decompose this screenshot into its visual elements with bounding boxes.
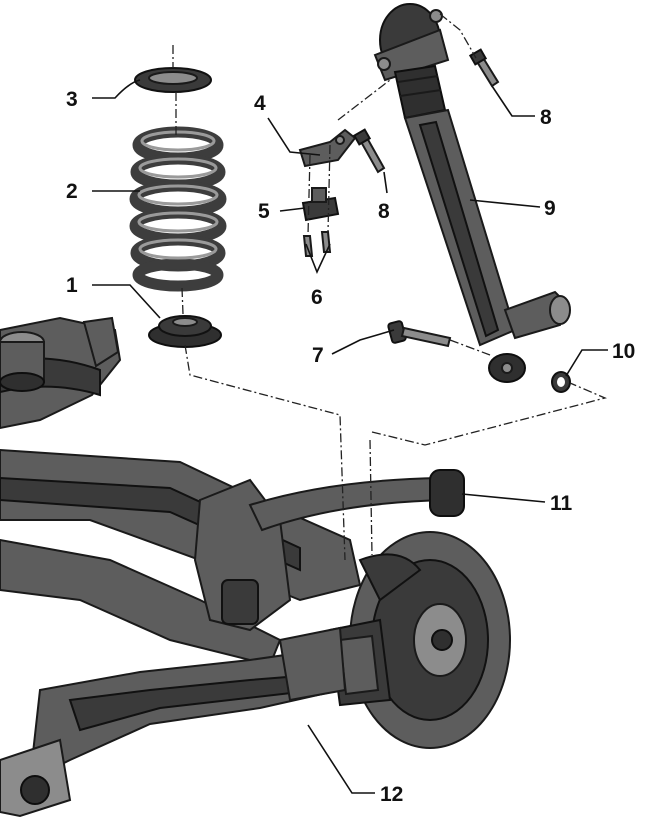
leader-12 — [307, 724, 375, 794]
callout-2: 2 — [66, 180, 78, 203]
leader-1 — [92, 284, 161, 319]
callout-4: 4 — [254, 92, 266, 115]
callout-3: 3 — [66, 88, 78, 111]
leader-8a — [491, 85, 535, 117]
top-bolt-lower — [352, 128, 386, 174]
brake-disc-hub — [278, 531, 511, 749]
callout-1: 1 — [66, 274, 78, 297]
callout-8a: 8 — [540, 106, 552, 129]
leader-lines — [92, 79, 608, 794]
lower-spring-seat — [148, 315, 222, 348]
leader-4 — [267, 117, 321, 156]
mounting-bracket — [298, 128, 357, 168]
top-bolt-upper — [468, 48, 500, 88]
leader-9 — [469, 199, 541, 208]
leader-6 — [305, 243, 331, 275]
upper-spring-seat — [134, 67, 212, 93]
callout-labels: 1 2 3 4 5 6 7 8 8 9 10 11 12 — [66, 88, 635, 806]
leader-5 — [279, 207, 306, 212]
lower-nut — [551, 371, 571, 393]
leader-7 — [331, 329, 395, 355]
callout-10: 10 — [612, 340, 635, 363]
shock-absorber — [373, 3, 571, 383]
callout-9: 9 — [544, 197, 556, 220]
callout-12: 12 — [380, 783, 403, 806]
coil-spring — [129, 126, 227, 292]
callout-5: 5 — [258, 200, 270, 223]
callout-7: 7 — [312, 344, 324, 367]
lower-bolt — [387, 320, 452, 348]
assembly-lines — [172, 13, 607, 561]
leader-8b — [383, 171, 388, 194]
callout-6: 6 — [311, 286, 323, 309]
axle-beam — [0, 316, 465, 818]
callout-8b: 8 — [378, 200, 390, 223]
leader-11 — [461, 493, 546, 503]
callout-11: 11 — [550, 492, 573, 515]
leader-10 — [565, 349, 608, 377]
bracket-nut — [301, 187, 340, 222]
leader-3 — [92, 79, 141, 99]
